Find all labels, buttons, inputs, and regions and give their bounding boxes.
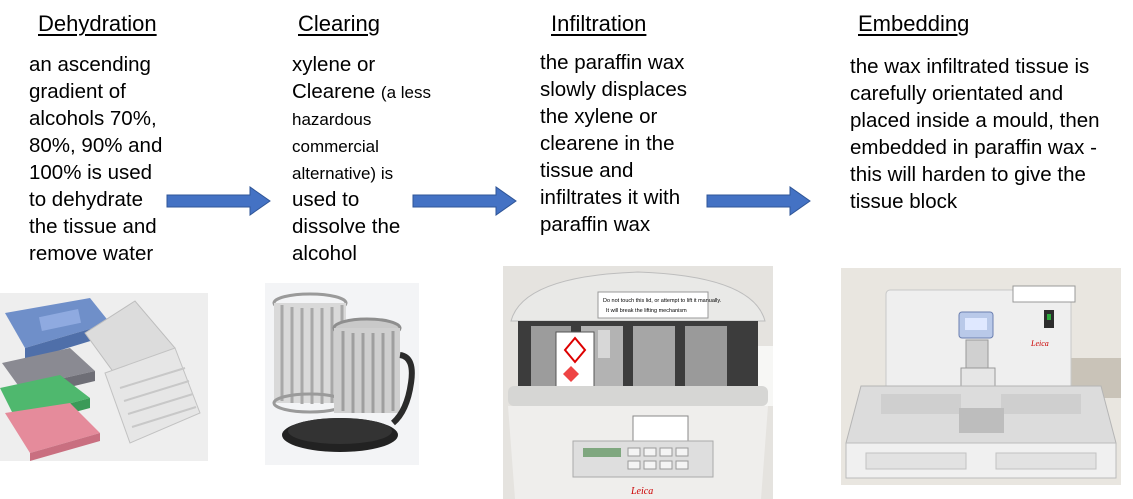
infiltration-heading: Infiltration: [551, 11, 647, 36]
dehydration-description: an ascending gradient of alcohols 70%, 8…: [29, 53, 163, 265]
clearing-text-line-1: xylene or: [292, 53, 376, 76]
clearing-text-clearene: Clearene: [292, 80, 376, 103]
clearing-heading: Clearing: [298, 11, 380, 36]
embedding-station-image: Leica: [841, 268, 1121, 485]
embedding-station-brand: Leica: [1030, 339, 1049, 348]
processor-warning-line-1: Do not touch this lid, or attempt to lif…: [603, 298, 722, 304]
dehydration-heading: Dehydration: [38, 11, 157, 36]
processor-brand: Leica: [630, 486, 653, 497]
tissue-processor-image: Do not touch this lid, or attempt to lif…: [503, 266, 773, 499]
arrow-dehydration-to-clearing: [166, 186, 271, 216]
clearing-text-note: (a less hazardous commercial alternative…: [292, 83, 431, 183]
infiltration-description: the paraffin wax slowly displaces the xy…: [540, 51, 687, 236]
metal-basket-rack-image: [265, 283, 419, 465]
embedding-description: the wax infiltrated tissue is carefully …: [850, 55, 1100, 213]
embedding-heading: Embedding: [858, 11, 970, 36]
tissue-cassettes-image: [0, 293, 208, 461]
clearing-text-line-end: used to dissolve the alcohol: [292, 188, 401, 265]
arrow-clearing-to-infiltration: [412, 186, 517, 216]
clearing-description: xylene or Clearene (a less hazardous com…: [292, 51, 432, 267]
processor-warning-line-2: It will break the lifting mechanism: [606, 308, 687, 314]
arrow-infiltration-to-embedding: [706, 186, 811, 216]
